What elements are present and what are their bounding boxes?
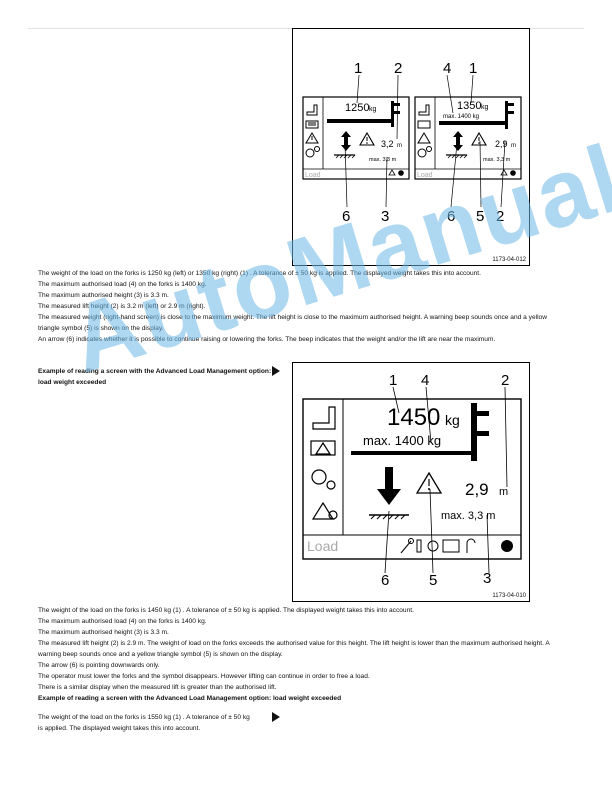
weight-value: 1450 xyxy=(387,404,440,431)
callout-2-left: 2 xyxy=(394,60,402,77)
right-footer-label: Load xyxy=(417,172,433,179)
max-load: max. 1400 kg xyxy=(363,433,441,448)
left-height-unit: m xyxy=(397,143,402,149)
left-height-value: 3,2 xyxy=(381,139,394,149)
footer-status-icons xyxy=(400,538,476,554)
left-screen: 1250 kg 3,2 m max. 3,3 m Load xyxy=(302,96,410,180)
side-icons xyxy=(310,406,338,520)
figure-single-screen: 1 4 2 1450 kg max. 1400 kg 2,9 m max. 3,… xyxy=(292,362,530,602)
right-max-load: max. 1400 kg xyxy=(443,114,479,120)
play-arrow-icon[interactable] xyxy=(272,712,280,722)
paragraph: The measured weight (right-hand screen) … xyxy=(38,314,547,332)
right-weight-unit: kg xyxy=(481,104,489,111)
battery-warning-icon xyxy=(310,440,336,456)
leader-lines xyxy=(384,386,508,574)
callout-6-left: 6 xyxy=(342,208,350,225)
right-weight-value: 1350 xyxy=(457,100,481,112)
paragraph: The measured lift height (2) is 2.9 m. T… xyxy=(38,640,550,658)
left-max-height: max. 3,3 m xyxy=(369,157,397,163)
paragraph: The maximum authorised height (3) is 3.3… xyxy=(38,629,169,636)
figure-dual-screen: 1 2 4 1 1250 kg xyxy=(292,28,530,266)
callout-5-right: 5 xyxy=(476,208,484,225)
paragraph: The arrow (6) is pointing downwards only… xyxy=(38,662,160,669)
right-screen: 1350 kg max. 1400 kg 2,9 m max. 3,3 m Lo… xyxy=(414,96,522,180)
warning-plus-icon xyxy=(311,501,335,520)
fork-icon xyxy=(327,101,394,127)
callout-2: 2 xyxy=(501,372,509,389)
battery-icon xyxy=(442,539,460,553)
figure2-id: 1173-04-010 xyxy=(492,593,526,599)
paragraph: The maximum authorised load (4) on the f… xyxy=(38,618,207,625)
paragraph: The weight of the load on the forks is 1… xyxy=(38,270,481,277)
callout-2-right: 2 xyxy=(496,208,504,225)
warning-triangle-icon xyxy=(359,131,375,146)
callout-1-right: 1 xyxy=(469,60,477,77)
callout-5: 5 xyxy=(429,572,437,589)
paragraph: The maximum authorised height (3) is 3.3… xyxy=(38,292,169,299)
thermometer-icon xyxy=(416,539,422,553)
callout-3-left: 3 xyxy=(381,208,389,225)
play-arrow-icon[interactable] xyxy=(272,366,280,376)
paragraph: The weight of the load on the forks is 1… xyxy=(38,714,250,721)
callout-1-left: 1 xyxy=(354,60,362,77)
settings-gear-icon xyxy=(311,469,327,485)
seatbelt-icon xyxy=(466,538,476,553)
leader-lines xyxy=(344,74,506,208)
lift-icon xyxy=(306,104,318,116)
left-weight-value: 1250 xyxy=(345,102,369,114)
callout-3: 3 xyxy=(483,570,491,587)
paragraph: The maximum authorised load (4) on the f… xyxy=(38,281,207,288)
single-screen-illustration: 1 4 2 1450 kg max. 1400 kg 2,9 m max. 3,… xyxy=(302,372,522,589)
warning-icon xyxy=(305,132,319,144)
right-height-unit: m xyxy=(511,143,516,149)
callout-1: 1 xyxy=(389,372,397,389)
right-max-height: max. 3,3 m xyxy=(483,157,511,163)
height-value: 2,9 xyxy=(465,480,489,499)
settings-gear-icon xyxy=(305,146,320,158)
warning-triangle-icon xyxy=(415,471,443,494)
paragraph: An arrow (6) indicates whether it is pos… xyxy=(38,336,496,343)
height-unit: m xyxy=(499,486,508,498)
lift-icon xyxy=(312,406,336,430)
weight-unit: kg xyxy=(445,412,460,428)
figure1-id: 1173-04-012 xyxy=(492,257,526,263)
paragraph: The operator must lower the forks and th… xyxy=(38,673,370,680)
callout-6: 6 xyxy=(381,572,389,589)
paragraph: The measured lift height (2) is 3.2 m (l… xyxy=(38,303,206,310)
status-dot-icon xyxy=(501,540,513,552)
paragraph: There is a similar display when the meas… xyxy=(38,684,277,691)
max-height: max. 3,3 m xyxy=(441,510,495,522)
callout-4-right: 4 xyxy=(443,60,451,77)
battery-icon xyxy=(305,120,319,129)
section-heading: Example of reading a screen with the Adv… xyxy=(38,368,272,386)
footer-label: Load xyxy=(307,538,338,554)
dual-screen-illustration: 1 2 4 1 1250 kg xyxy=(302,60,522,225)
paragraph: The weight of the load on the forks is 1… xyxy=(38,607,414,614)
section-heading: Example of reading a screen with the Adv… xyxy=(38,695,342,702)
engine-icon xyxy=(427,540,439,552)
left-weight-unit: kg xyxy=(369,106,377,113)
callout-4: 4 xyxy=(421,372,429,389)
up-down-arrow-icon xyxy=(341,131,351,151)
down-arrow-icon xyxy=(377,467,401,505)
left-footer-label: Load xyxy=(305,172,321,179)
right-side-icons xyxy=(417,104,432,158)
paragraph: is applied. The displayed weight takes t… xyxy=(38,725,201,732)
right-height-value: 2,9 xyxy=(495,139,508,149)
callout-6-right: 6 xyxy=(447,208,455,225)
